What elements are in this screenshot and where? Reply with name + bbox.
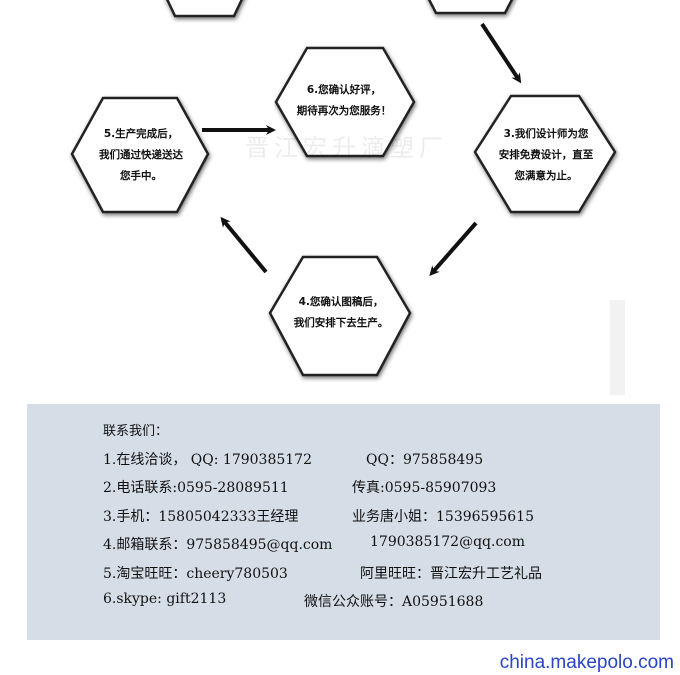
step-3-line-3: 您满意为止。 — [514, 170, 578, 182]
contact-email-2: 1790385172@qq.com — [370, 534, 525, 550]
hexagon-step-4 — [268, 255, 412, 377]
hexagon-step-5 — [70, 96, 210, 214]
step-6-line-2: 期待再次为您服务！ — [296, 105, 392, 117]
contact-online-qq-1: 1.在线洽谈， QQ: 1790385172 — [103, 452, 313, 468]
hexagon-step-3 — [473, 94, 617, 214]
arrow-step2-to-step3 — [480, 22, 522, 84]
hexagon-step-1 — [166, 0, 243, 18]
step-5-line-2: 我们通过快递送达 — [99, 149, 183, 161]
hexagon-step-2 — [427, 0, 514, 15]
background-shade — [610, 300, 625, 395]
arrow-step3-to-step4 — [429, 221, 478, 277]
contact-sales-mobile: 业务唐小姐：15396595615 — [352, 509, 534, 525]
contact-skype: 6.skype: gift2113 — [103, 591, 227, 607]
contact-fax: 传真:0595-85907093 — [352, 480, 497, 496]
step-5-line-1: 5.生产完成后， — [103, 128, 179, 140]
contact-panel: 联系我们： 1.在线洽谈， QQ: 1790385172 QQ：97585849… — [27, 404, 660, 640]
contact-email-1: 4.邮箱联系：975858495@qq.com — [103, 537, 333, 553]
site-url-watermark: china.makepolo.com — [499, 652, 674, 673]
contact-heading: 联系我们： — [103, 424, 169, 439]
contact-online-qq-2: QQ：975858495 — [366, 452, 484, 468]
contact-ali-wangwang: 阿里旺旺：晋江宏升工艺礼品 — [360, 566, 542, 582]
step-3-line-1: 3.我们设计师为您 — [503, 128, 589, 140]
contact-taobao-wangwang: 5.淘宝旺旺：cheery780503 — [103, 566, 288, 582]
step-4-text: 4.您确认图稿后， 我们安排下去生产。 — [278, 292, 404, 334]
watermark-text: 晋江宏升滴塑厂 — [245, 134, 448, 162]
contact-mobile: 3.手机：15805042333王经理 — [103, 509, 299, 525]
step-6-line-1: 6.您确认好评， — [306, 84, 382, 96]
step-3-line-2: 安排免费设计，直至 — [498, 149, 594, 161]
hexagon-step-6 — [274, 46, 416, 158]
contact-phone: 2.电话联系:0595-28089511 — [103, 480, 289, 496]
step-4-line-2: 我们安排下去生产。 — [293, 317, 389, 329]
contact-wechat: 微信公众账号：A05951688 — [304, 594, 484, 610]
step-5-text: 5.生产完成后， 我们通过快递送达 您手中。 — [80, 124, 202, 187]
step-3-text: 3.我们设计师为您 安排免费设计，直至 您满意为止。 — [482, 124, 610, 187]
step-4-line-1: 4.您确认图稿后， — [298, 296, 384, 308]
step-6-text: 6.您确认好评， 期待再次为您服务！ — [281, 80, 407, 122]
step-5-line-3: 您手中。 — [120, 170, 162, 182]
arrow-step4-to-step5 — [220, 216, 268, 274]
